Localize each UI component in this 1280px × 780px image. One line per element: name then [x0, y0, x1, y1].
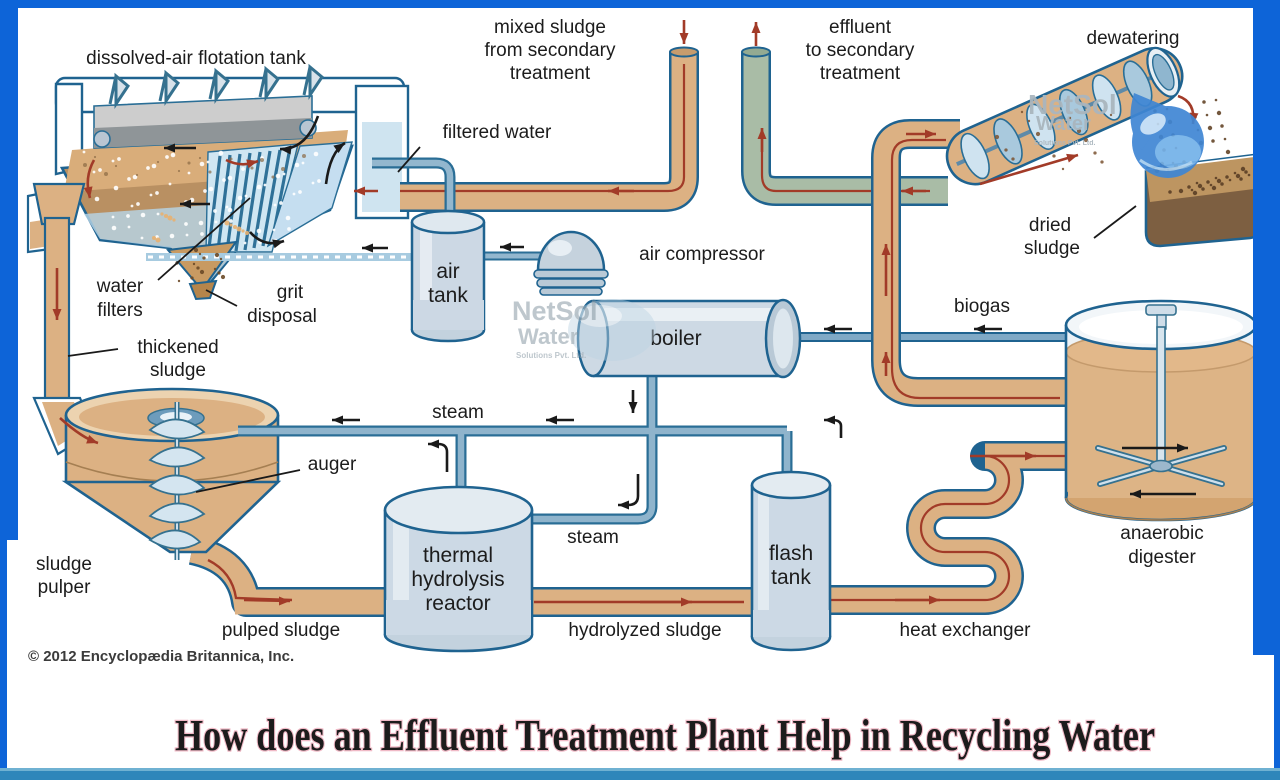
label-thickened-sludge-2: sludge: [150, 360, 206, 381]
label-steam-top: steam: [432, 402, 484, 423]
label-effluent-2: to secondary: [806, 40, 915, 61]
label-effluent-3: treatment: [820, 63, 901, 84]
anaerobic-digester: [1064, 299, 1258, 522]
air-compressor: [533, 230, 609, 296]
copyright-credit: © 2012 Encyclopædia Britannica, Inc.: [28, 648, 294, 665]
flash-tank: [750, 470, 832, 652]
label-thermal-reactor-1: thermal: [423, 544, 493, 567]
skimmer-fins: [108, 63, 324, 109]
label-grit-disposal-2: disposal: [247, 306, 317, 327]
label-effluent-1: effluent: [829, 17, 892, 38]
diagram-labels: dissolved-air flotation tank mixed sludg…: [28, 17, 1204, 665]
label-sludge-pulper-2: pulper: [38, 577, 91, 598]
label-boiler: boiler: [650, 327, 701, 350]
watermark-name-2: NetSol: [1028, 89, 1117, 120]
label-grit-disposal-1: grit: [277, 282, 304, 303]
effluent-pipe: [741, 46, 948, 206]
flow-arrows: [52, 20, 1199, 607]
air-tank: [410, 209, 486, 343]
label-air-tank-2: tank: [428, 284, 468, 307]
watermark-name: NetSol: [512, 296, 598, 326]
label-filtered-water: filtered water: [443, 122, 552, 143]
label-anaerobic-digester-2: digester: [1128, 547, 1196, 568]
label-biogas: biogas: [954, 296, 1010, 317]
label-thermal-reactor-2: hydrolysis: [411, 568, 504, 591]
heat-exchanger-pipe: [826, 441, 1072, 615]
watermark-center: NetSol Water Solutions Pvt. Ltd.: [512, 296, 656, 361]
label-dewatering: dewatering: [1087, 28, 1180, 49]
label-thermal-reactor-3: reactor: [425, 592, 490, 615]
watermark-tagline: Solutions Pvt. Ltd.: [516, 351, 586, 360]
label-anaerobic-digester-1: anaerobic: [1120, 523, 1203, 544]
label-flotation-tank: dissolved-air flotation tank: [86, 48, 306, 69]
label-air-tank-1: air: [436, 260, 459, 283]
label-mixed-sludge-1: mixed sludge: [494, 17, 606, 38]
label-flash-tank-2: tank: [771, 566, 811, 589]
steam-pipes: [238, 375, 793, 525]
label-heat-exchanger: heat exchanger: [900, 620, 1032, 641]
label-hydrolyzed-sludge: hydrolyzed sludge: [568, 620, 721, 641]
watermark-sub: Water: [518, 324, 579, 349]
label-mixed-sludge-3: treatment: [510, 63, 591, 84]
boiler: [576, 298, 802, 379]
label-dried-sludge-1: dried: [1029, 215, 1071, 236]
label-mixed-sludge-2: from secondary: [485, 40, 616, 61]
label-water-filters-1: water: [96, 276, 144, 297]
label-thickened-sludge-1: thickened: [137, 337, 218, 358]
label-flash-tank-1: flash: [769, 542, 813, 565]
pointer-lines: [67, 146, 1137, 493]
water-drop-icon: [1130, 93, 1204, 178]
label-steam-mid: steam: [567, 527, 619, 548]
thermal-hydrolysis-reactor: [383, 485, 534, 653]
label-water-filters-2: filters: [97, 300, 142, 321]
filter-plates: [207, 147, 292, 252]
label-pulped-sludge: pulped sludge: [222, 620, 340, 641]
filtered-water-pipe: [372, 157, 456, 226]
watermark-tagline-2: Solutions Pvt. Ltd.: [1034, 140, 1095, 147]
mixed-sludge-pipe: [400, 46, 699, 212]
page-title: How does an Effluent Treatment Plant Hel…: [175, 711, 1155, 760]
label-sludge-pulper-1: sludge: [36, 554, 92, 575]
watermark-top-right: NetSol Water Solutions Pvt. Ltd.: [1028, 89, 1204, 178]
watermark-sub-2: Water: [1036, 113, 1091, 135]
label-air-compressor: air compressor: [639, 244, 765, 265]
auger-blades: [148, 418, 206, 550]
label-dried-sludge-2: sludge: [1024, 238, 1080, 259]
label-auger: auger: [308, 454, 357, 475]
